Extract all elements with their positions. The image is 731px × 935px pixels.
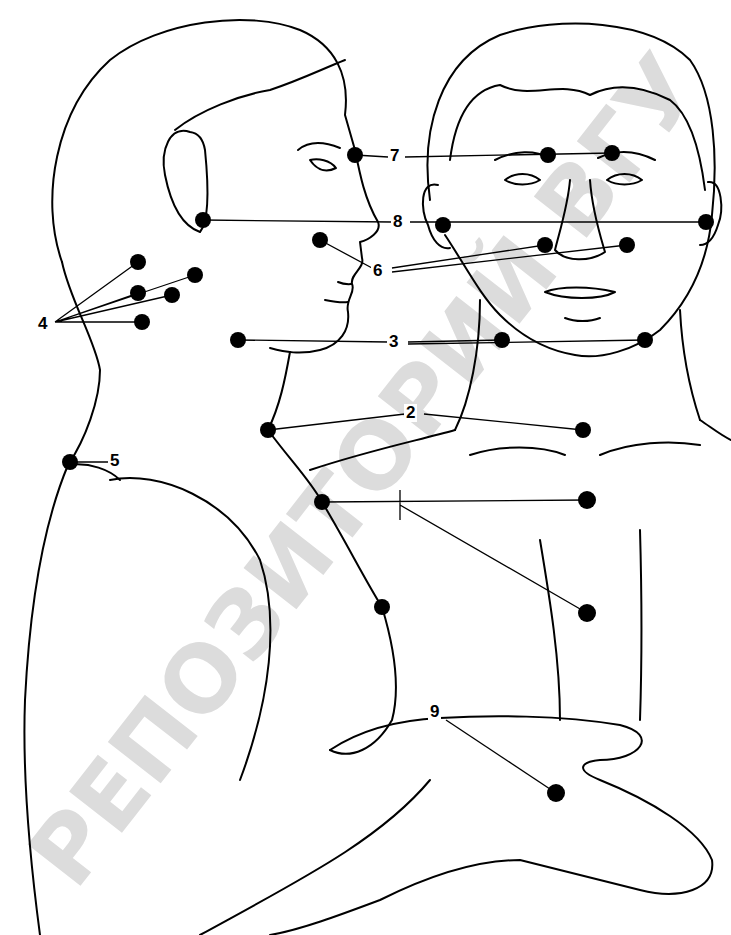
point-dot bbox=[698, 214, 714, 230]
callout-number: 8 bbox=[391, 213, 404, 231]
front-collarbones bbox=[470, 442, 700, 455]
point-dot bbox=[547, 784, 565, 802]
point-dot bbox=[134, 314, 150, 330]
point-dot bbox=[164, 287, 180, 303]
callout-number: 2 bbox=[404, 404, 417, 422]
point-dot bbox=[374, 599, 390, 615]
front-torso-lines bbox=[540, 530, 642, 720]
profile-eye bbox=[298, 143, 340, 170]
point-dot bbox=[130, 254, 146, 270]
leader-line bbox=[203, 220, 706, 222]
point-dot bbox=[578, 604, 596, 622]
profile-hair-line bbox=[175, 60, 345, 130]
profile-neck-back bbox=[62, 262, 100, 465]
callout-number: 6 bbox=[371, 262, 384, 280]
profile-head-outline bbox=[52, 20, 378, 353]
point-dot bbox=[62, 454, 78, 470]
point-dot bbox=[187, 267, 203, 283]
point-dot bbox=[347, 147, 363, 163]
point-dot bbox=[540, 147, 556, 163]
point-dot bbox=[312, 232, 328, 248]
callout-number: 3 bbox=[387, 333, 400, 351]
point-dot bbox=[435, 217, 451, 233]
leader-line bbox=[446, 720, 556, 793]
point-dot bbox=[314, 494, 330, 510]
point-dot bbox=[494, 332, 510, 348]
point-dot bbox=[537, 237, 553, 253]
callout-number: 4 bbox=[36, 315, 49, 333]
front-ear-right bbox=[700, 182, 721, 245]
front-ear-left bbox=[423, 184, 450, 248]
point-dot bbox=[260, 422, 276, 438]
point-dot bbox=[604, 145, 620, 161]
leader-line bbox=[55, 262, 195, 322]
callout-number: 5 bbox=[108, 452, 121, 470]
profile-mouth bbox=[325, 282, 352, 302]
point-dot bbox=[575, 422, 591, 438]
point-dot bbox=[195, 212, 211, 228]
point-dot bbox=[230, 332, 246, 348]
callout-number: 7 bbox=[388, 147, 401, 165]
point-dot bbox=[130, 285, 146, 301]
point-dot bbox=[578, 491, 596, 509]
callout-number: 9 bbox=[428, 703, 441, 721]
hand-outline bbox=[270, 716, 712, 935]
point-dot bbox=[637, 332, 653, 348]
point-dot bbox=[619, 237, 635, 253]
